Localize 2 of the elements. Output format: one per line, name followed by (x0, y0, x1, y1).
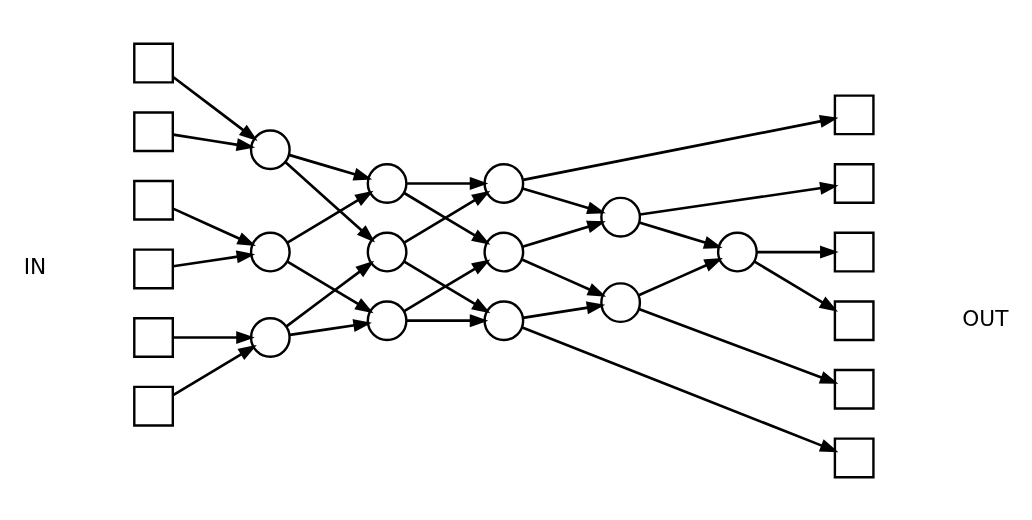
label: OUT (961, 305, 1008, 331)
label: IN (23, 253, 46, 279)
